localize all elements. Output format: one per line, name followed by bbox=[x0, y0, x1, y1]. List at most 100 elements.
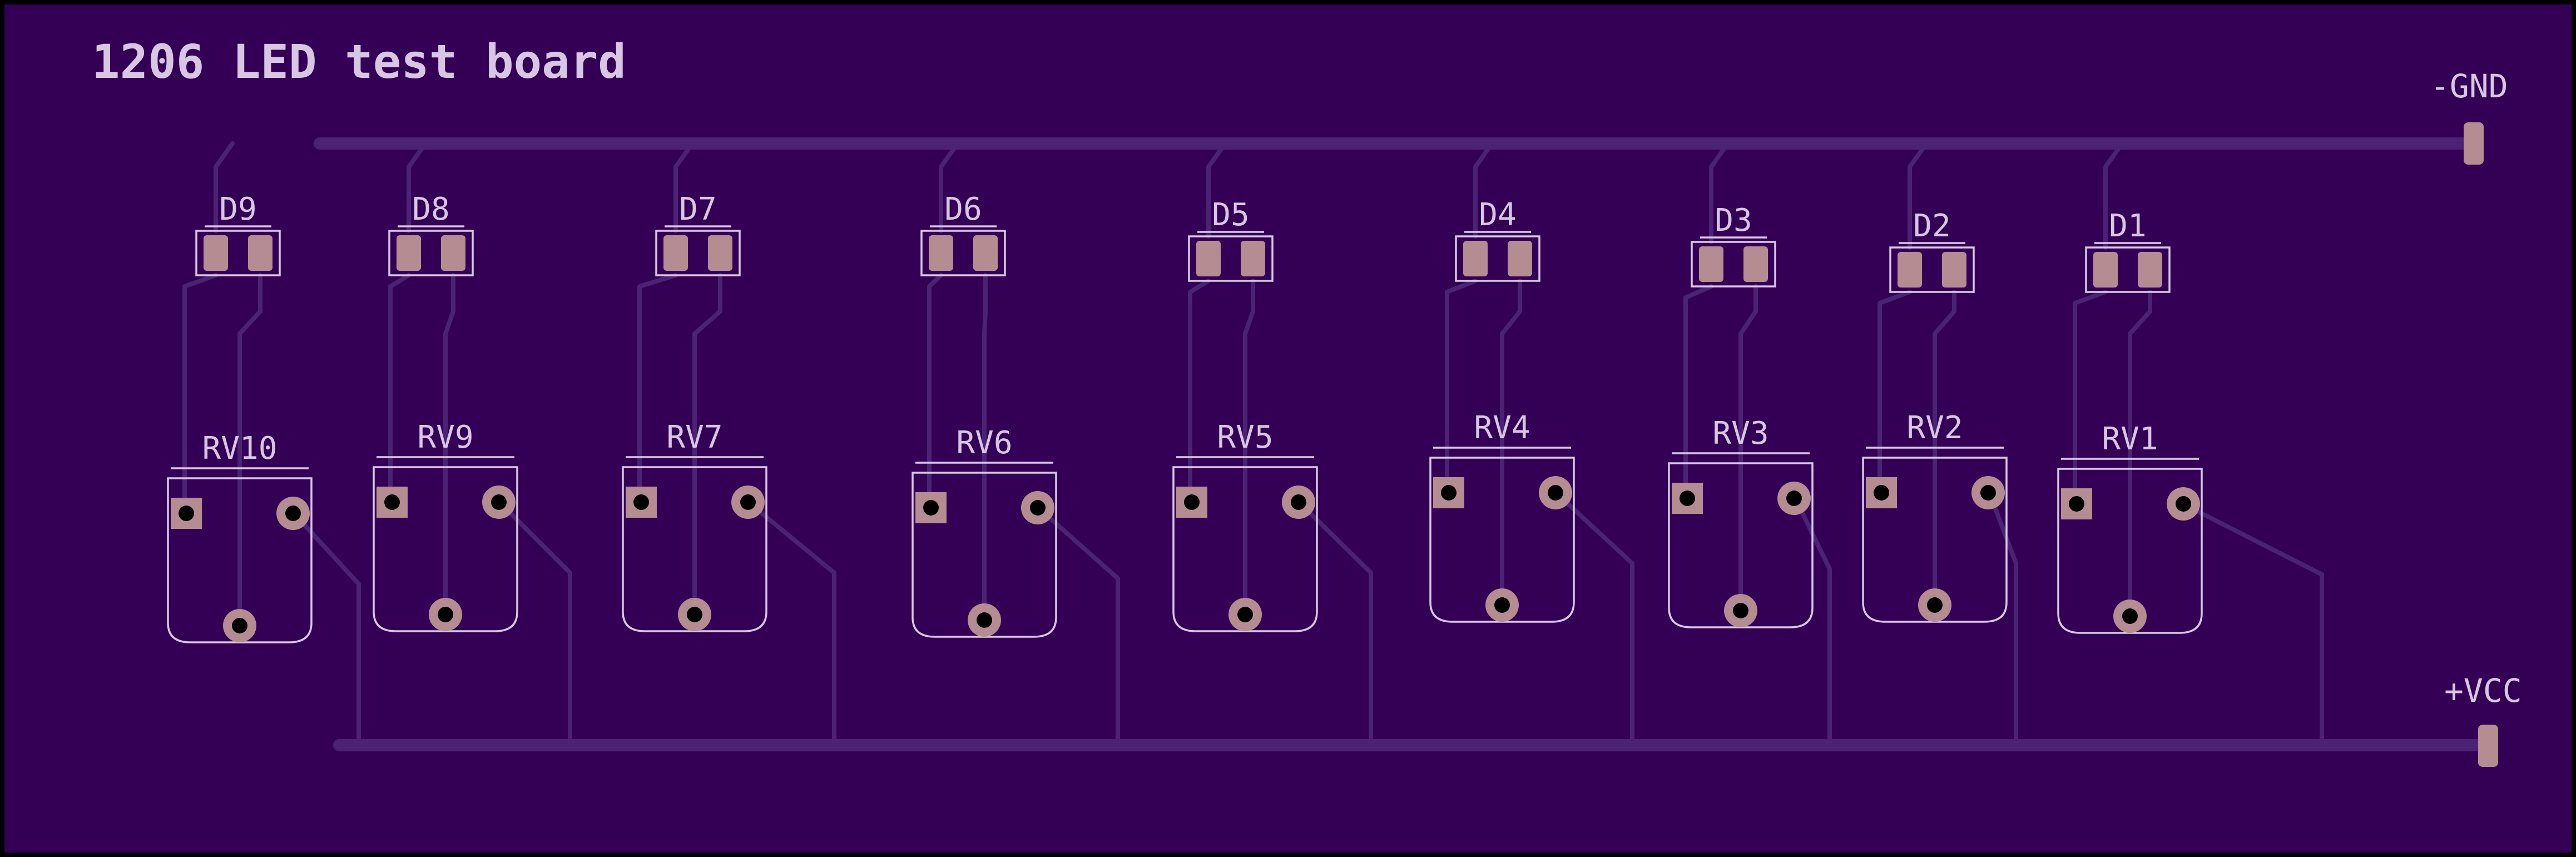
pot-footprint: RV7 bbox=[622, 419, 767, 632]
gnd-stub-trace bbox=[1473, 141, 1494, 239]
led-pad-anode bbox=[204, 235, 228, 271]
led-silk-outline bbox=[1455, 235, 1540, 282]
led-footprint: D1 bbox=[2085, 208, 2171, 293]
pot-drill bbox=[1927, 597, 1943, 613]
led-pad-anode bbox=[929, 235, 953, 271]
led-pad-cathode bbox=[708, 235, 732, 271]
led-label: D3 bbox=[1715, 202, 1752, 239]
pot-footprint: RV6 bbox=[911, 425, 1057, 638]
pot-left-trace bbox=[1877, 290, 1912, 496]
gnd-stub-trace bbox=[1908, 141, 1929, 250]
pot-vcc-trace bbox=[1037, 507, 1120, 747]
led-silk-outline bbox=[388, 230, 474, 276]
pot-drill bbox=[179, 506, 194, 521]
pot-label: RV9 bbox=[417, 419, 473, 455]
led-label: D5 bbox=[1212, 197, 1249, 233]
gnd-connector-pad bbox=[2464, 122, 2484, 165]
led-pad-cathode bbox=[973, 235, 998, 271]
pot-vcc-trace bbox=[1555, 492, 1634, 747]
pot-drill bbox=[1680, 491, 1695, 506]
pot-drill bbox=[1733, 603, 1748, 618]
led-pad-anode bbox=[1699, 246, 1723, 282]
pot-drill bbox=[232, 618, 247, 633]
pot-drill bbox=[1874, 485, 1889, 501]
led-footprint: D9 bbox=[195, 191, 281, 276]
pot-footprint: RV2 bbox=[1862, 410, 2008, 623]
pot-label: RV4 bbox=[1474, 410, 1530, 446]
gnd-stub-trace bbox=[407, 141, 428, 233]
pot-drill bbox=[1184, 494, 1200, 510]
led-wiper-trace bbox=[1933, 290, 1956, 599]
pot-drill bbox=[633, 494, 649, 510]
pot-vcc-trace bbox=[1988, 492, 2018, 747]
led-footprint: D8 bbox=[388, 191, 474, 276]
pot-silk-body bbox=[911, 472, 1057, 638]
pot-left-trace bbox=[182, 273, 218, 517]
led-label: D7 bbox=[679, 191, 716, 227]
led-footprint: D2 bbox=[1889, 208, 1975, 293]
pot-vcc-trace bbox=[747, 501, 836, 747]
led-silk-outline bbox=[920, 230, 1006, 276]
led-wiper-trace bbox=[443, 273, 455, 608]
pot-drill bbox=[923, 500, 939, 516]
pot-left-trace bbox=[637, 273, 678, 506]
pot-drill bbox=[1494, 597, 1510, 613]
pot-footprint: RV3 bbox=[1668, 415, 1814, 628]
pot-footprint: RV10 bbox=[167, 430, 313, 643]
pot-label: RV6 bbox=[956, 425, 1012, 461]
pot-drill bbox=[285, 506, 301, 521]
led-footprint: D3 bbox=[1691, 202, 1776, 288]
led-pad-cathode bbox=[1942, 252, 1966, 288]
pot-left-trace bbox=[2073, 290, 2108, 507]
led-silk-outline bbox=[2085, 246, 2171, 293]
led-pad-cathode bbox=[2138, 252, 2162, 288]
led-pad-anode bbox=[1196, 241, 1221, 276]
pot-drill bbox=[2176, 496, 2191, 512]
pot-silk-body bbox=[622, 466, 767, 632]
pot-vcc-trace bbox=[1794, 497, 1832, 747]
pot-label: RV2 bbox=[1906, 410, 1963, 446]
pot-silk-body bbox=[1668, 462, 1814, 628]
pot-drill bbox=[740, 494, 756, 510]
board-title: 1206 LED test board bbox=[92, 34, 626, 89]
led-pad-anode bbox=[1898, 252, 1922, 288]
led-label: D1 bbox=[2109, 208, 2146, 244]
gnd-stub-trace bbox=[939, 141, 960, 233]
pot-footprint: RV1 bbox=[2057, 421, 2203, 634]
pot-drill bbox=[1980, 485, 1996, 501]
pot-left-trace bbox=[1188, 279, 1211, 506]
pot-vcc-trace bbox=[2183, 503, 2324, 747]
led-pad-cathode bbox=[1241, 241, 1265, 276]
led-pad-anode bbox=[2093, 252, 2118, 288]
led-pad-anode bbox=[397, 235, 421, 271]
pot-drill bbox=[384, 494, 400, 510]
pot-drill bbox=[687, 607, 702, 622]
led-wiper-trace bbox=[1500, 279, 1522, 599]
led-footprint: D5 bbox=[1188, 197, 1274, 282]
pot-silk-body bbox=[167, 477, 313, 643]
led-pad-cathode bbox=[248, 235, 273, 271]
gnd-stub-trace bbox=[1206, 141, 1227, 239]
led-footprint: D4 bbox=[1455, 197, 1540, 282]
led-wiper-trace bbox=[692, 273, 722, 608]
led-footprint: D6 bbox=[920, 191, 1006, 276]
pot-drill bbox=[1291, 494, 1306, 510]
led-wiper-trace bbox=[237, 273, 262, 620]
pot-silk-body bbox=[2057, 468, 2203, 634]
pot-label: RV3 bbox=[1712, 415, 1768, 452]
pot-footprint: RV5 bbox=[1172, 419, 1318, 632]
copper-traces bbox=[182, 137, 2498, 751]
led-label: D8 bbox=[412, 191, 449, 227]
pot-drill bbox=[438, 607, 453, 622]
led-wiper-trace bbox=[1738, 284, 1758, 605]
pot-footprint: RV9 bbox=[373, 419, 518, 632]
pot-label: RV1 bbox=[2102, 421, 2158, 457]
pot-left-trace bbox=[1445, 279, 1478, 496]
pot-drill bbox=[977, 612, 992, 628]
led-label: D9 bbox=[219, 191, 256, 227]
pot-vcc-trace bbox=[293, 512, 361, 747]
led-pad-cathode bbox=[1508, 241, 1532, 276]
pot-drill bbox=[2122, 608, 2138, 624]
led-wiper-trace bbox=[2128, 290, 2152, 610]
